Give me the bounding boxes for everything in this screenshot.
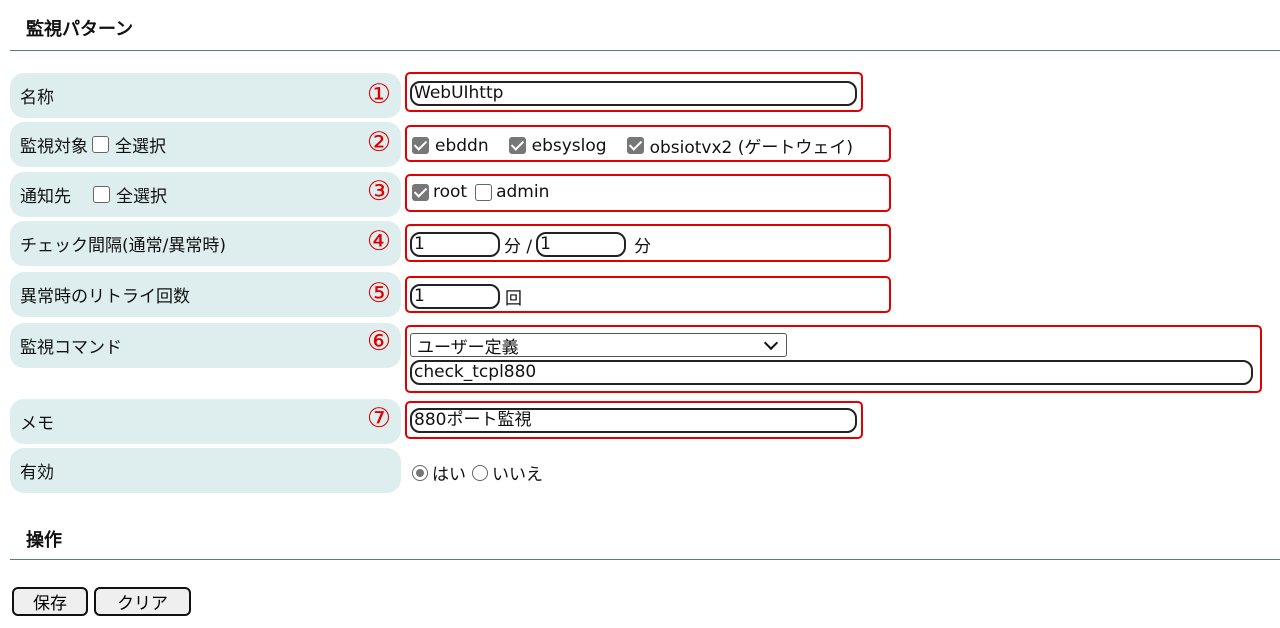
name-input[interactable]: WebUIhttp	[410, 81, 857, 106]
notify-checkbox-admin[interactable]	[475, 183, 493, 201]
enabled-yes-label: はい	[432, 465, 466, 485]
notify-label-admin: admin	[496, 182, 550, 202]
save-button[interactable]: 保存	[12, 587, 88, 616]
monitor-command-input[interactable]: check_tcpl880	[410, 360, 1253, 385]
label-monitor-target: 監視対象 全選択	[10, 122, 401, 167]
notify-select-all-label: 全選択	[116, 187, 167, 207]
retry-count-unit: 回	[505, 289, 522, 309]
monitor-command-select[interactable]: ユーザー定義	[410, 333, 787, 358]
label-memo: メモ	[10, 399, 401, 444]
label-retry-count: 異常時のリトライ回数	[10, 272, 401, 317]
highlight-box-4	[405, 224, 891, 262]
highlight-box-7	[405, 401, 863, 439]
highlight-box-5	[405, 276, 891, 313]
highlight-box-3	[405, 174, 891, 212]
chevron-down-icon	[763, 335, 779, 350]
label-monitor-command: 監視コマンド	[10, 323, 401, 368]
monitor-target-checkbox-ebddn[interactable]	[412, 137, 429, 154]
notify-select-all-checkbox[interactable]	[93, 186, 110, 203]
highlight-box-6	[405, 325, 1262, 393]
enabled-yes-radio[interactable]	[412, 464, 428, 481]
label-name: 名称	[10, 73, 401, 118]
check-interval-separator: 分 /	[504, 237, 533, 257]
label-enabled: 有効	[10, 448, 401, 493]
highlight-box-1	[405, 72, 863, 112]
monitor-target-select-all-label: 全選択	[115, 137, 166, 157]
monitor-target-checkbox-obsiotvx2[interactable]	[626, 137, 644, 154]
enabled-no-label: いいえ	[492, 465, 543, 485]
monitor-target-select-all-checkbox[interactable]	[92, 136, 109, 153]
check-interval-abnormal-input[interactable]: 1	[536, 232, 627, 257]
section-divider	[10, 559, 1280, 560]
memo-input[interactable]: 880ポート監視	[410, 408, 857, 433]
section-divider	[10, 50, 1280, 51]
monitor-target-label-ebsyslog: ebsyslog	[531, 135, 607, 156]
notify-checkbox-root[interactable]	[412, 183, 429, 201]
callout-number-6: ⑥	[366, 326, 392, 357]
section-title-monitor-pattern: 監視パターン	[26, 19, 134, 40]
callout-number-3: ③	[366, 176, 392, 207]
callout-number-4: ④	[366, 226, 392, 257]
retry-count-input[interactable]: 1	[410, 284, 500, 309]
monitor-target-checkbox-ebsyslog[interactable]	[508, 137, 526, 154]
clear-button[interactable]: クリア	[94, 587, 191, 616]
callout-number-2: ②	[366, 127, 392, 158]
monitor-target-label-obsiotvx2: obsiotvx2 (ゲートウェイ)	[649, 138, 854, 158]
callout-number-7: ⑦	[366, 403, 392, 434]
monitor-target-label-ebddn: ebddn	[435, 135, 489, 156]
callout-number-1: ①	[366, 79, 392, 110]
check-interval-normal-input[interactable]: 1	[410, 232, 500, 257]
label-notify-to: 通知先 全選択	[10, 172, 401, 217]
check-interval-unit: 分	[634, 237, 652, 257]
enabled-no-radio[interactable]	[472, 464, 488, 481]
callout-number-5: ⑤	[366, 278, 392, 309]
highlight-box-2	[405, 125, 891, 162]
label-check-interval: チェック間隔(通常/異常時)	[10, 221, 401, 266]
notify-label-root: root	[433, 182, 468, 202]
section-title-operations: 操作	[26, 530, 62, 551]
